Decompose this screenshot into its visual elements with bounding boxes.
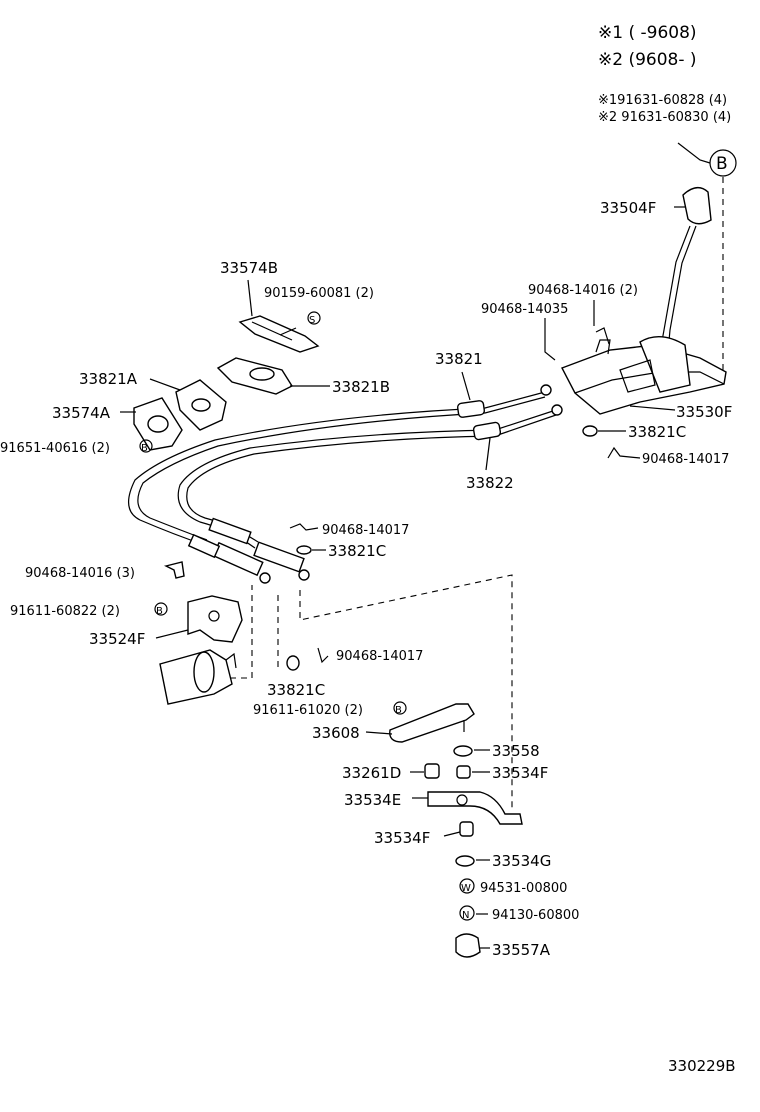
legend-ref-2: ※2 91631-60830 (4)	[598, 110, 731, 125]
circle-code-b-1: B	[139, 439, 153, 454]
transmission-shaft	[159, 649, 237, 705]
label-33534F-lower: 33534F	[374, 829, 430, 847]
lever-33608	[389, 703, 475, 743]
circle-code-b-3: B	[393, 701, 407, 716]
legend-ref-1: ※191631-60828 (4)	[598, 93, 727, 108]
grommet-33574A	[133, 397, 183, 451]
label-90468-14035: 90468-14035	[481, 302, 568, 317]
bracket-33534E	[427, 791, 523, 825]
label-94531-00800: 94531-00800	[480, 881, 567, 896]
retainer-33574B	[238, 315, 320, 353]
label-33261D: 33261D	[342, 764, 401, 782]
cable-end-upper	[208, 517, 310, 581]
label-94130-60800: 94130-60800	[492, 908, 579, 923]
label-33524F: 33524F	[89, 630, 145, 648]
marker-b-circle: B	[709, 149, 737, 177]
label-33504F: 33504F	[600, 199, 656, 217]
svg-text:W: W	[461, 883, 471, 894]
label-33608: 33608	[312, 724, 360, 742]
label-33534G: 33534G	[492, 852, 551, 870]
boot-33557A	[455, 933, 481, 958]
bushing-33821C-mid	[296, 545, 312, 555]
bushing-33534F-lower	[459, 821, 474, 837]
circle-code-n: N	[459, 905, 475, 921]
collar-33261D	[424, 763, 440, 779]
label-33821C-lower: 33821C	[267, 681, 325, 699]
plate-33821A	[175, 379, 227, 431]
leader-line	[677, 142, 711, 164]
circle-code-b-2: B	[154, 602, 168, 617]
shift-lever-base	[561, 327, 727, 415]
label-33821C-right: 33821C	[628, 423, 686, 441]
label-90468-14017-lower: 90468-14017	[336, 649, 423, 664]
label-33534E: 33534E	[344, 791, 401, 809]
bushing-33821C-right	[582, 425, 598, 437]
cable-end-lower	[187, 533, 271, 584]
bushing-33534F-upper	[456, 765, 471, 779]
legend-note-2: ※2 (9608- )	[598, 50, 697, 70]
label-90159-60081: 90159-60081 (2)	[264, 286, 374, 301]
label-33821B: 33821B	[332, 378, 390, 396]
shift-lever-rod	[659, 225, 691, 353]
clip-90468-14017-right	[607, 446, 641, 459]
label-91611-61020: 91611-61020 (2)	[253, 703, 363, 718]
svg-text:B: B	[716, 154, 728, 174]
label-33530F: 33530F	[676, 403, 732, 421]
washer-33534G	[455, 855, 475, 867]
label-33558: 33558	[492, 742, 540, 760]
svg-text:N: N	[462, 910, 469, 921]
label-90468-14016-2: 90468-14016 (2)	[528, 283, 638, 298]
svg-text:S: S	[309, 315, 315, 326]
legend-note-1: ※1 ( -9608)	[598, 23, 697, 43]
diagram-code: 330229B	[668, 1057, 736, 1075]
label-33821A: 33821A	[79, 370, 138, 388]
label-33574A: 33574A	[52, 404, 111, 422]
label-33821C-mid: 33821C	[328, 542, 386, 560]
clip-90468-14017-lower	[317, 647, 329, 664]
shift-knob	[682, 187, 712, 225]
circle-code-s: S	[307, 311, 321, 326]
label-33574B: 33574B	[220, 259, 278, 277]
label-33821: 33821	[435, 350, 483, 368]
bushing-33558	[453, 745, 473, 757]
clip-90468-14016-3	[163, 561, 185, 579]
label-90468-14017-right: 90468-14017	[642, 452, 729, 467]
label-33534F-upper: 33534F	[492, 764, 548, 782]
label-90468-14017-mid: 90468-14017	[322, 523, 409, 538]
circle-code-w: W	[459, 878, 475, 894]
bracket-33524F	[187, 595, 243, 643]
svg-text:B: B	[395, 705, 402, 716]
plate-33821B	[216, 357, 294, 395]
label-33557A: 33557A	[492, 941, 551, 959]
label-33822: 33822	[466, 474, 514, 492]
label-91651-40616: 91651-40616 (2)	[0, 441, 110, 456]
label-91611-60822: 91611-60822 (2)	[10, 604, 120, 619]
clip-90468-14017-mid	[289, 523, 319, 531]
cable-33822	[177, 404, 563, 549]
svg-text:B: B	[141, 443, 148, 454]
label-90468-14016-3: 90468-14016 (3)	[25, 566, 135, 581]
cable-33821	[128, 384, 552, 546]
svg-text:B: B	[156, 606, 163, 617]
bushing-33821C-lower	[286, 655, 300, 671]
